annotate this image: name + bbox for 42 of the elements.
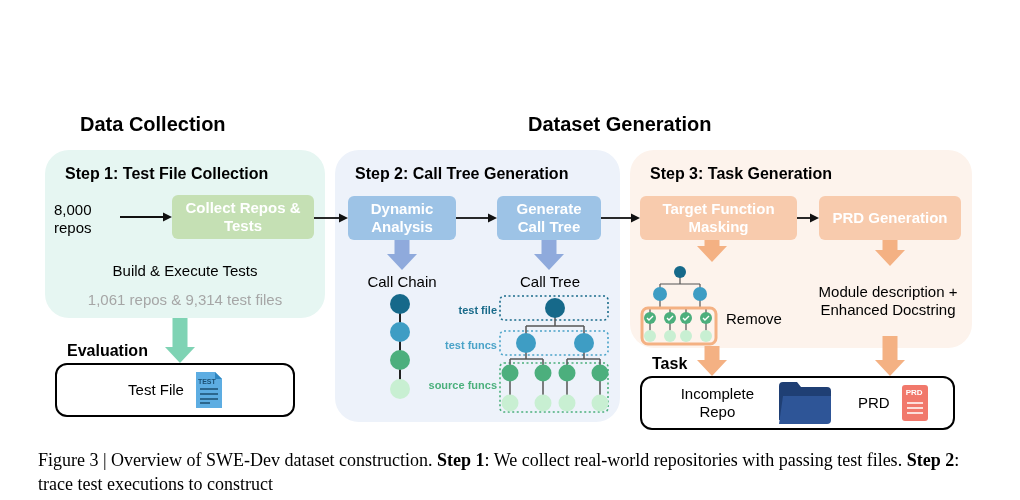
section-heading: Task: [652, 354, 688, 374]
block-arrow: [534, 240, 564, 270]
tree-level-label: test file: [457, 303, 497, 318]
step-output-text: Call Chain: [352, 270, 452, 294]
section-heading: Evaluation: [67, 341, 148, 361]
panel-heading: Step 3: Task Generation: [650, 164, 832, 184]
section-title: Dataset Generation: [528, 114, 713, 134]
step-output-text: Module description + Enhanced Docstring: [806, 266, 970, 336]
section-title: Data Collection: [80, 114, 227, 134]
step-panel: [335, 150, 620, 422]
tree-level-label: test funcs: [444, 338, 497, 353]
arrow: [455, 213, 497, 223]
block-arrow: [875, 336, 905, 376]
block-arrow: [387, 240, 417, 270]
figure-caption: Figure 3 | Overview of SWE-Dev dataset construction. Step 1: We collect real-world repositories with passing test files. Step 2: trace test executions to construct: [38, 449, 961, 496]
process-box: Target Function Masking: [640, 196, 797, 240]
output-label: Test File: [128, 381, 184, 399]
block-arrow: [165, 318, 195, 363]
process-box: Dynamic Analysis: [348, 196, 456, 240]
output-label: Incomplete Repo: [679, 385, 755, 421]
block-arrow: [875, 240, 905, 266]
arrow: [796, 213, 819, 223]
block-arrow: [697, 240, 727, 262]
process-box: Generate Call Tree: [497, 196, 601, 240]
process-box: Collect Repos & Tests: [172, 195, 314, 239]
icon-text: PRD: [905, 389, 923, 397]
arrow: [119, 212, 172, 222]
output-label: PRD: [858, 394, 890, 412]
step-output-text: Call Tree: [500, 270, 600, 294]
step-note: 1,061 repos & 9,314 test files: [86, 290, 284, 310]
step-output-text: 8,000 repos: [54, 194, 120, 244]
node-label: Remove: [726, 309, 782, 329]
block-arrow: [697, 346, 727, 376]
step-panel: [630, 150, 972, 348]
arrow: [600, 213, 640, 223]
panel-heading: Step 1: Test File Collection: [65, 164, 269, 184]
panel-heading: Step 2: Call Tree Generation: [355, 164, 569, 184]
step-note: Build & Execute Tests: [111, 261, 259, 281]
arrow: [313, 213, 348, 223]
process-box: PRD Generation: [819, 196, 961, 240]
step-panel: [45, 150, 325, 318]
tree-level-label: source funcs: [427, 378, 497, 393]
